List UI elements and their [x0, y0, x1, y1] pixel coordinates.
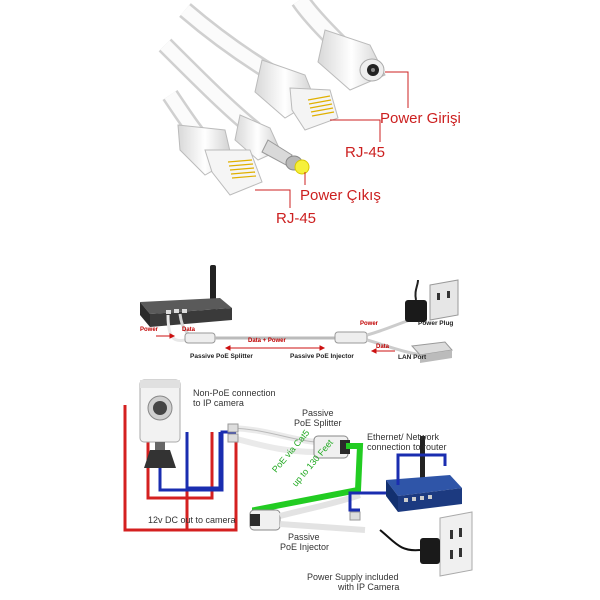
wire-blue-router [348, 491, 388, 512]
rj45-plug-bottom [177, 124, 263, 196]
label-data-right: Data [376, 344, 390, 350]
label-non-poe-2: to IP camera [193, 398, 244, 408]
label-splitter-2: PoE Splitter [294, 418, 342, 428]
label-non-poe-1: Non-PoE connection [193, 388, 276, 398]
label-power-plug: Power Plug [418, 320, 454, 327]
label-ethernet-2: connection to router [367, 442, 447, 452]
label-ethernet-1: Ethernet/ Network [367, 432, 440, 442]
label-injector-1: Passive [288, 532, 320, 542]
label-rj45-top: RJ-45 [345, 144, 386, 161]
camera-poe-illustration [123, 379, 473, 577]
callout-power-input [385, 71, 409, 108]
callout-rj45-top [330, 119, 381, 142]
label-dc-out: 12v DC out to camera [148, 515, 236, 525]
label-supply-1: Power Supply included [307, 572, 399, 582]
label-power-input: Power Girişi [380, 110, 461, 127]
passive-poe-splitter [227, 423, 350, 459]
power-adapter-icon [405, 279, 427, 322]
cable-photo-panel: Power Girişi RJ-45 Power Çıkış RJ-45 [0, 0, 600, 250]
cable-illustration [158, 0, 409, 208]
wireless-router-icon [386, 436, 462, 512]
label-power-output: Power Çıkış [300, 187, 381, 204]
dc-jack-female [317, 29, 386, 91]
ip-camera-icon [139, 379, 181, 468]
rj45-plug-top [254, 59, 339, 131]
camera-stand [144, 450, 176, 468]
label-lan-port: LAN Port [398, 354, 427, 361]
label-rj45-bottom: RJ-45 [276, 210, 317, 227]
camera-power-adapter [379, 529, 440, 564]
label-passive-injector: Passive PoE Injector [290, 353, 354, 360]
lan-device-icon [410, 341, 453, 363]
camera-poe-diagram-panel: Non-PoE connection to IP camera Passive … [0, 370, 600, 600]
wire-blue-network [396, 453, 447, 485]
label-power-left: Power [140, 327, 159, 333]
dc-plug-male [234, 114, 310, 175]
wall-outlet-icon [429, 279, 459, 321]
label-passive-splitter: Passive PoE Splitter [190, 353, 253, 360]
label-supply-2: with IP Camera [338, 582, 400, 592]
router-icon [140, 298, 232, 327]
label-injector-2: PoE Injector [280, 542, 330, 552]
router-poe-illustration [140, 265, 459, 363]
poe-injector-device [334, 331, 368, 344]
wall-outlet-camera-supply [439, 511, 473, 577]
poe-router-diagram-panel: Power Data Data + Power Power Plug Passi… [0, 250, 600, 370]
label-data-power: Data + Power [248, 338, 286, 344]
label-power-right: Power [360, 321, 379, 327]
wire-blue-camera [185, 432, 222, 490]
poe-splitter-device [184, 332, 216, 344]
label-splitter-1: Passive [302, 408, 334, 418]
power-tip-highlight [294, 159, 310, 175]
callout-rj45-bottom [255, 189, 291, 208]
label-data-left: Data [182, 327, 196, 333]
